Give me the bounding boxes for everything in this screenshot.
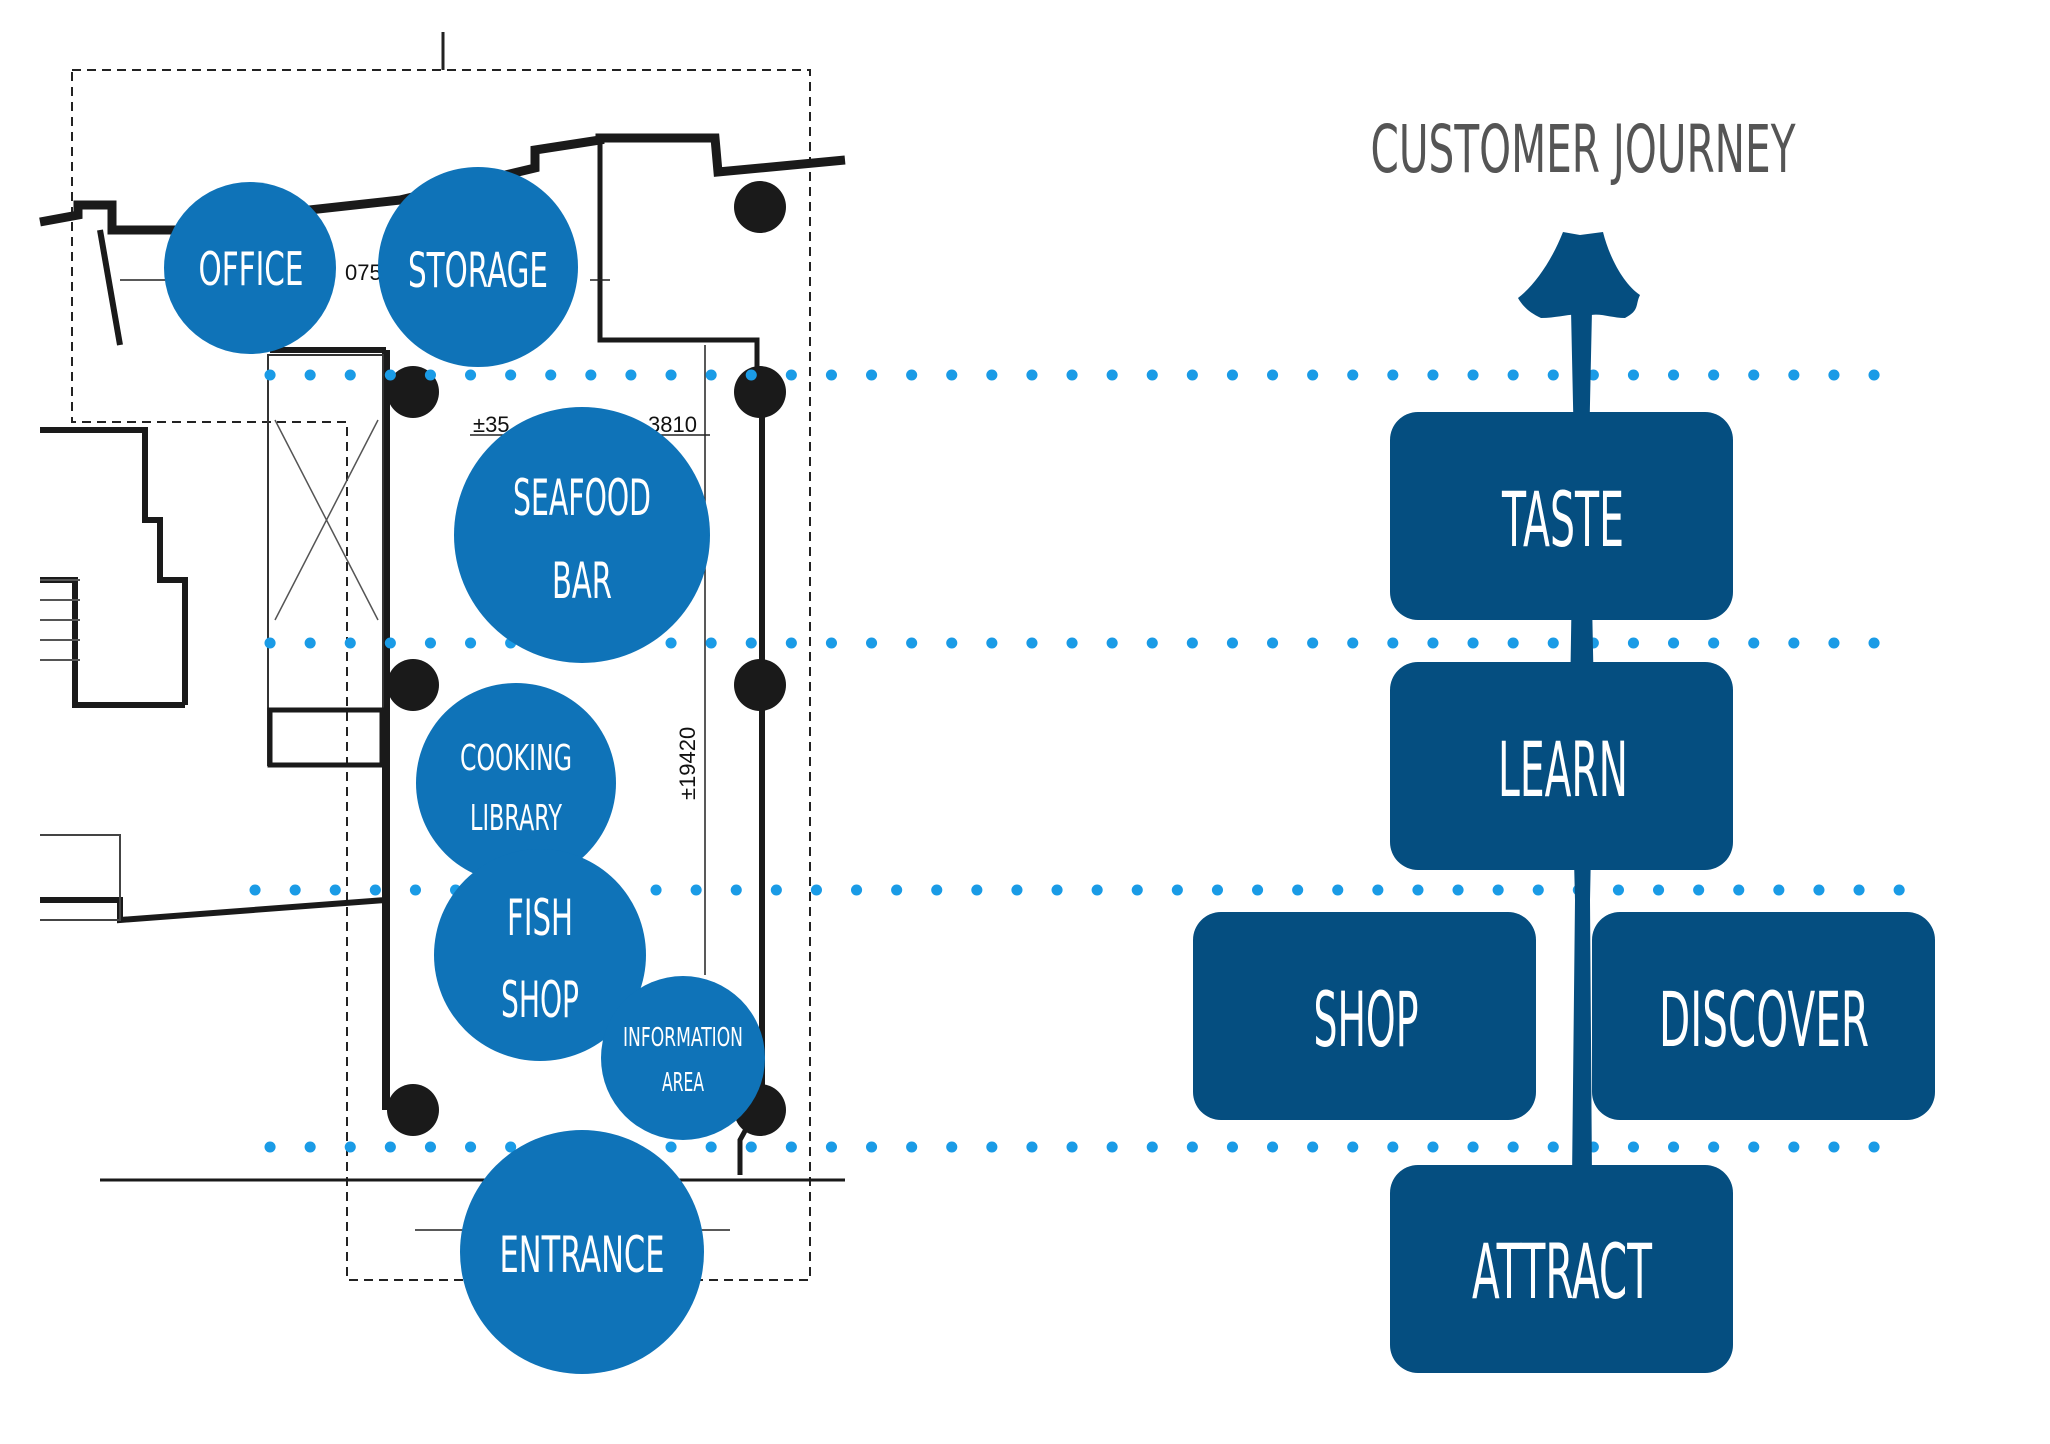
top-wall xyxy=(39,133,846,235)
column xyxy=(387,659,439,711)
column xyxy=(734,181,786,233)
dimension-length: ±19420 xyxy=(675,727,700,800)
column xyxy=(734,366,786,418)
journey-steps xyxy=(1193,412,1935,1373)
journey-arrow-head xyxy=(1518,232,1640,318)
step-learn-label: LEARN xyxy=(1498,725,1628,814)
column xyxy=(734,659,786,711)
zone-information-area-circle xyxy=(601,976,765,1140)
journey-title: CUSTOMER JOURNEY xyxy=(1371,111,1796,188)
zone-fish-shop-label-1: FISH xyxy=(507,889,573,947)
dimension-top: 075 xyxy=(345,260,382,285)
left-stairs xyxy=(40,579,80,661)
zone-cooking-library-label-2: LIBRARY xyxy=(470,798,563,839)
inner-wall-left xyxy=(97,229,123,346)
zone-seafood-bar-label-2: BAR xyxy=(552,552,612,610)
step-taste-box xyxy=(1390,412,1733,620)
step-discover-label: DISCOVER xyxy=(1659,975,1869,1064)
dimension-width-left: ±35 xyxy=(473,412,510,437)
step-learn-box xyxy=(1390,662,1733,870)
zone-circles xyxy=(164,167,765,1374)
zone-storage-label: STORAGE xyxy=(408,243,548,299)
left-room-walls xyxy=(40,427,188,708)
step-attract-label: ATTRACT xyxy=(1472,1227,1652,1316)
zone-labels: OFFICE STORAGE SEAFOOD BAR COOKING LIBRA… xyxy=(199,242,744,1284)
step-shop-box xyxy=(1193,912,1536,1120)
zone-information-area-label-2: AREA xyxy=(662,1068,704,1098)
zone-office-label: OFFICE xyxy=(199,242,304,296)
zone-seafood-bar-circle xyxy=(454,407,710,663)
column xyxy=(387,1084,439,1136)
zone-fish-shop-circle xyxy=(434,849,646,1061)
zone-entrance-label: ENTRANCE xyxy=(500,1226,665,1284)
service-box xyxy=(267,707,385,768)
zone-information-area-label-1: INFORMATION xyxy=(623,1023,743,1053)
left-corridor-wall xyxy=(40,897,387,924)
zone-cooking-library-label-1: COOKING xyxy=(460,738,572,779)
zone-office-circle xyxy=(164,182,336,354)
service-core-cross-b xyxy=(274,419,379,621)
step-shop-label: SHOP xyxy=(1314,975,1419,1064)
zone-entrance-circle xyxy=(460,1130,704,1374)
zone-fish-shop-label-2: SHOP xyxy=(501,971,579,1029)
zone-seafood-bar-label-1: SEAFOOD xyxy=(513,469,651,527)
zone-cooking-library-circle xyxy=(416,683,616,883)
journey-step-labels: TASTE LEARN SHOP DISCOVER ATTRACT xyxy=(1314,475,1870,1316)
step-attract-box xyxy=(1390,1165,1733,1373)
site-boundary xyxy=(71,69,811,1281)
step-taste-label: TASTE xyxy=(1501,475,1624,564)
zone-storage-circle xyxy=(378,167,578,367)
column xyxy=(387,366,439,418)
step-discover-box xyxy=(1592,912,1935,1120)
inner-wall-storage xyxy=(597,140,760,390)
service-core xyxy=(267,354,384,766)
left-fragment xyxy=(40,834,121,921)
